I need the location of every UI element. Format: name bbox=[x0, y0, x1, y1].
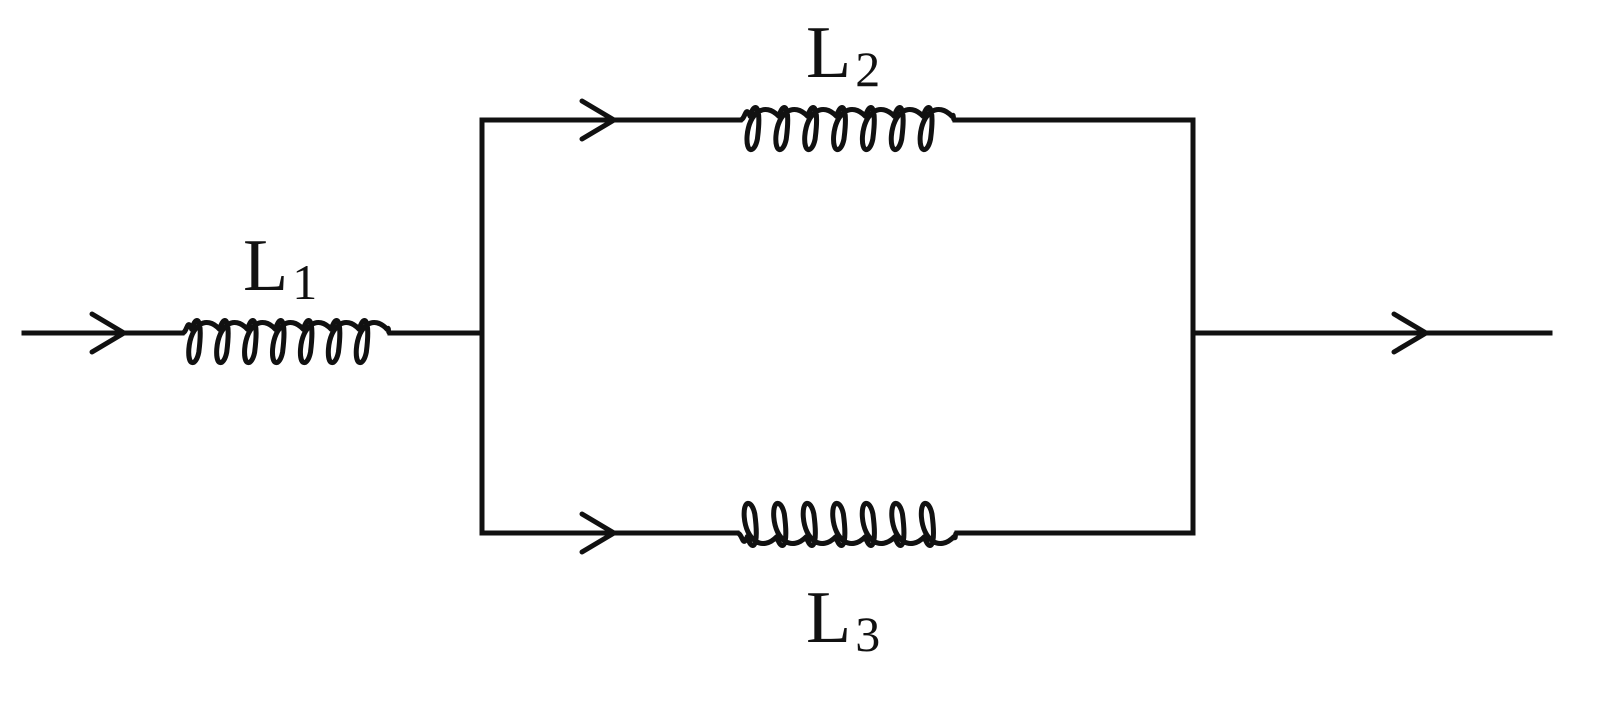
inductor-l2-coil-icon bbox=[737, 104, 958, 153]
coil-path bbox=[737, 104, 958, 153]
inductor-l1-letter: L bbox=[243, 225, 288, 307]
arrow-input-icon bbox=[89, 311, 127, 355]
inductor-l2-letter: L bbox=[806, 12, 851, 94]
inductor-l3-subscript: 3 bbox=[855, 606, 880, 662]
inductor-l1-coil-icon bbox=[179, 317, 393, 366]
current-arrows bbox=[89, 98, 1429, 555]
inductor-l2-subscript: 2 bbox=[855, 41, 880, 97]
inductor-l3-coil-icon bbox=[734, 500, 960, 549]
coil-path bbox=[179, 317, 393, 366]
inductor-l1-subscript: 1 bbox=[292, 254, 317, 310]
arrow-top-branch-icon bbox=[579, 98, 617, 142]
inductor-l2-label: L2 bbox=[806, 12, 880, 97]
arrow-output-icon bbox=[1391, 311, 1429, 355]
inductor-l3-label: L3 bbox=[806, 577, 880, 662]
coil-path bbox=[734, 500, 960, 549]
inductor-l3-letter: L bbox=[806, 577, 851, 659]
arrow-bottom-branch-icon bbox=[579, 511, 617, 555]
inductor-l1-label: L1 bbox=[243, 225, 317, 310]
